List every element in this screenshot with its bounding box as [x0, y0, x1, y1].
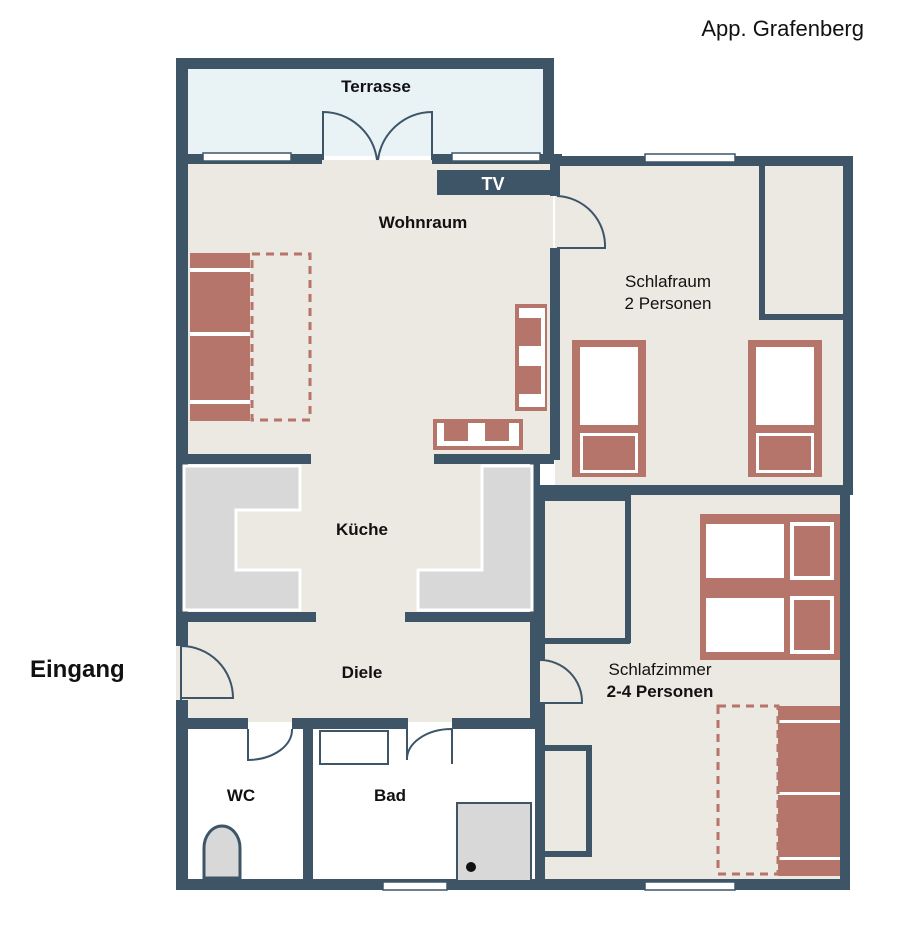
tv-label: TV — [481, 174, 504, 194]
tv-unit — [437, 170, 550, 195]
plan-title: App. Grafenberg — [701, 16, 864, 41]
bedroom2-capacity: 2-4 Personen — [607, 682, 714, 701]
windows — [202, 152, 736, 891]
hall-label: Diele — [342, 663, 383, 682]
entrance-label: Eingang — [30, 656, 125, 683]
bedroom1-name: Schlafraum — [625, 272, 711, 291]
doors — [247, 110, 607, 764]
shower-drain-icon — [466, 862, 476, 872]
cushions — [444, 318, 830, 650]
bedroom2-name: Schlafzimmer — [609, 660, 712, 679]
sink — [319, 730, 389, 765]
bath-label: Bad — [374, 786, 406, 805]
entrance-door[interactable] — [180, 645, 235, 700]
toilet-icon — [202, 824, 242, 880]
kitchen-counters — [182, 464, 534, 612]
wc-label: WC — [227, 786, 255, 805]
bedroom1-capacity: 2 Personen — [625, 294, 712, 313]
terrace-floor — [187, 68, 545, 156]
terrace-label: Terrasse — [341, 77, 411, 96]
sofa-bed-outlines — [250, 252, 780, 876]
kitchen-label: Küche — [336, 520, 388, 539]
living-label: Wohnraum — [379, 213, 467, 232]
